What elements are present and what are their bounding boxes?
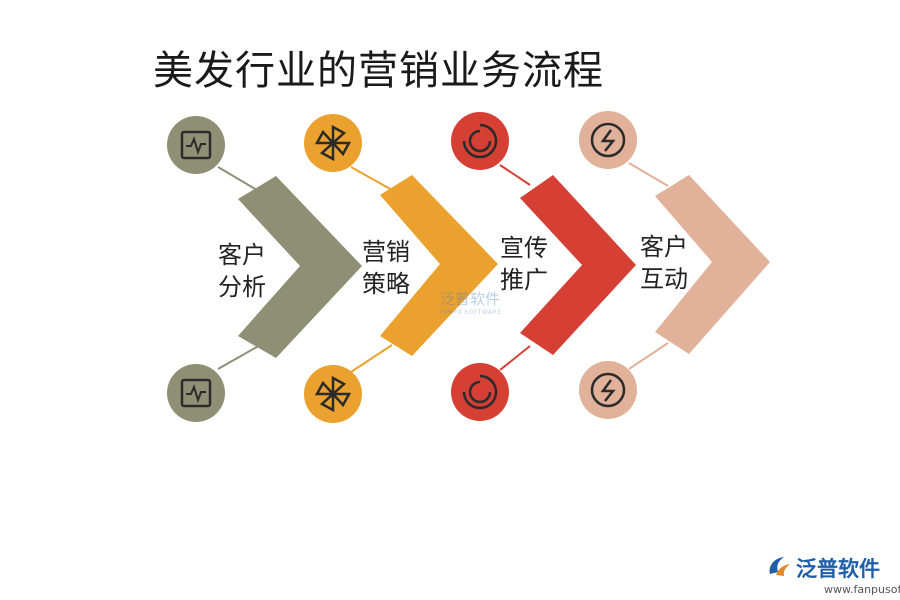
activity-monitor-icon: [167, 116, 225, 174]
refresh-circle-icon: [451, 112, 509, 170]
chevron-arrow: [380, 175, 498, 356]
refresh-circle-icon: [451, 363, 509, 421]
step-marketing-strategy: [304, 114, 498, 423]
step-label-line1: 营销: [362, 238, 410, 266]
step-label-customer-interaction: 客户 互动: [640, 231, 688, 295]
connector-line-top: [628, 162, 669, 187]
step-label-customer-analysis: 客户 分析: [218, 239, 266, 303]
step-label-line2: 推广: [500, 266, 548, 294]
step-label-line1: 宣传: [500, 234, 548, 262]
connector-line-bottom: [499, 345, 531, 371]
connector-line-top: [217, 166, 263, 194]
step-label-line2: 策略: [362, 270, 410, 298]
step-label-line2: 分析: [218, 273, 266, 301]
lightning-icon: [579, 361, 637, 419]
watermark-subtext: FANPU SOFTWARE: [440, 309, 502, 316]
chevron-arrow: [655, 175, 770, 354]
step-label-marketing-strategy: 营销 策略: [362, 236, 410, 300]
page-title: 美发行业的营销业务流程: [153, 48, 604, 94]
step-label-line1: 客户: [218, 241, 266, 269]
lightning-icon: [579, 111, 637, 169]
step-customer-interaction: [579, 111, 770, 419]
connector-line-bottom: [217, 343, 263, 370]
connector-line-bottom: [350, 344, 393, 373]
connector-line-top: [350, 166, 393, 191]
step-label-line2: 互动: [640, 265, 688, 293]
step-promotion: [451, 112, 636, 421]
watermark-text: 泛普软件: [440, 290, 501, 308]
connector-line-top: [499, 164, 531, 186]
chevron-arrow: [520, 175, 636, 355]
step-label-promotion: 宣传 推广: [500, 232, 548, 296]
watermark: 泛普软件 FANPU SOFTWARE: [440, 288, 502, 316]
chevron-arrow: [238, 176, 362, 358]
pinwheel-icon: [304, 365, 362, 423]
brand-url[interactable]: www.fanpusoft.com: [824, 583, 900, 596]
brand-footer: 泛普软件 www.fanpusoft.com: [769, 553, 900, 596]
connector-line-bottom: [628, 342, 669, 370]
step-customer-analysis: [167, 116, 362, 422]
activity-monitor-icon: [167, 364, 225, 422]
brand-name: 泛普软件: [796, 557, 880, 581]
brand-logo-icon: [769, 557, 790, 576]
pinwheel-icon: [304, 114, 362, 172]
step-label-line1: 客户: [640, 233, 688, 261]
